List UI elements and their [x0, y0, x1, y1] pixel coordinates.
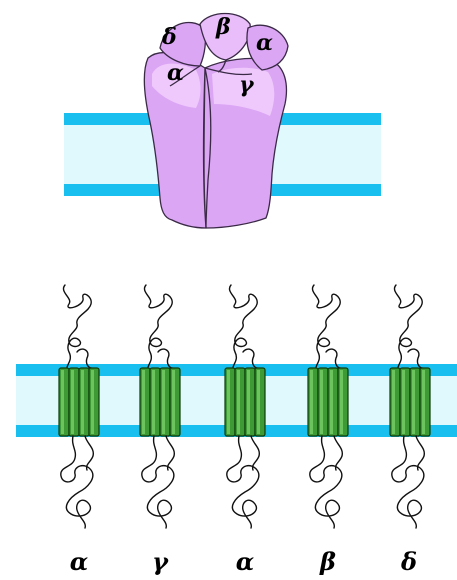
receptor-label-beta: β: [215, 14, 231, 40]
receptor-label-gamma: γ: [239, 72, 255, 98]
helix-highlight: [142, 370, 145, 434]
helix-highlight: [257, 370, 260, 434]
helix-highlight: [81, 370, 84, 434]
extracellular-coil: [144, 285, 172, 368]
intracellular-loop: [227, 436, 260, 528]
subunit-label: δ: [400, 547, 417, 576]
subunit-5: δ: [390, 285, 430, 576]
extracellular-coil: [394, 285, 422, 368]
helix-highlight: [61, 370, 64, 434]
intracellular-loop: [61, 436, 94, 528]
helix-highlight: [412, 370, 415, 434]
helix-highlight: [162, 370, 165, 434]
helix-highlight: [402, 370, 405, 434]
receptor-label-alpha-right: α: [256, 30, 273, 56]
subunit-3: α: [225, 285, 265, 576]
subunit-label: α: [236, 547, 254, 576]
helix-highlight: [247, 370, 250, 434]
helix-highlight: [422, 370, 425, 434]
helix-highlight: [227, 370, 230, 434]
intracellular-loop: [392, 436, 425, 528]
receptor-label-alpha-left: α: [167, 60, 184, 86]
helix-highlight: [172, 370, 175, 434]
subunit-label: β: [319, 547, 336, 576]
helix-highlight: [392, 370, 395, 434]
helix-highlight: [320, 370, 323, 434]
helix-highlight: [152, 370, 155, 434]
extracellular-coil: [63, 285, 91, 368]
intracellular-loop: [142, 436, 175, 528]
extracellular-coil: [229, 285, 257, 368]
helix-highlight: [310, 370, 313, 434]
subunit-label: α: [70, 547, 88, 576]
subunit-4: β: [308, 285, 348, 576]
subunit-1: α: [59, 285, 99, 576]
receptor-label-delta: δ: [161, 24, 177, 50]
helix-highlight: [71, 370, 74, 434]
helix-highlight: [237, 370, 240, 434]
helix-highlight: [91, 370, 94, 434]
assembled-receptor-panel: δ β α α γ: [64, 14, 381, 229]
helix-highlight: [340, 370, 343, 434]
extracellular-coil: [312, 285, 340, 368]
intracellular-loop: [310, 436, 343, 528]
subunit-label: γ: [152, 547, 169, 576]
helix-highlight: [330, 370, 333, 434]
subunit-2: γ: [140, 285, 180, 576]
